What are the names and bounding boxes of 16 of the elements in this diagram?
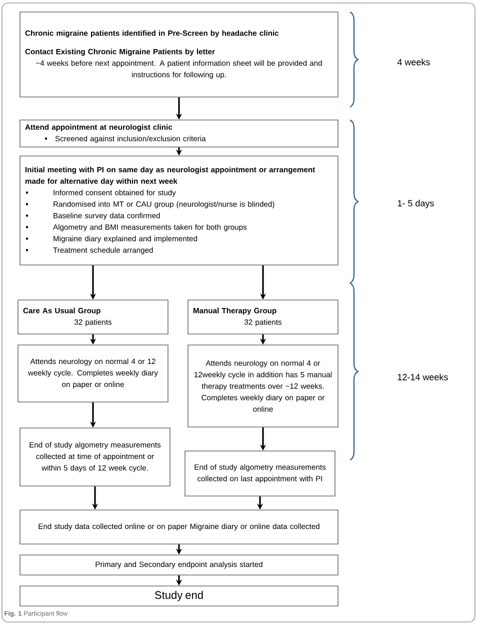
process-box (18, 344, 168, 402)
process-box (188, 344, 338, 428)
process-box (20, 554, 338, 576)
process-box (20, 120, 338, 148)
duration-label: 1- 5 days (398, 200, 434, 208)
process-box (20, 156, 338, 266)
body-text: Study end (155, 590, 203, 602)
process-box (184, 450, 336, 496)
process-box (188, 300, 338, 334)
process-box (20, 586, 338, 606)
process-box (18, 300, 168, 334)
process-box (20, 510, 338, 544)
process-box (20, 428, 170, 486)
duration-label: 4 weeks (397, 58, 430, 66)
duration-label: 12-14 weeks (398, 374, 448, 380)
process-box (20, 12, 338, 98)
